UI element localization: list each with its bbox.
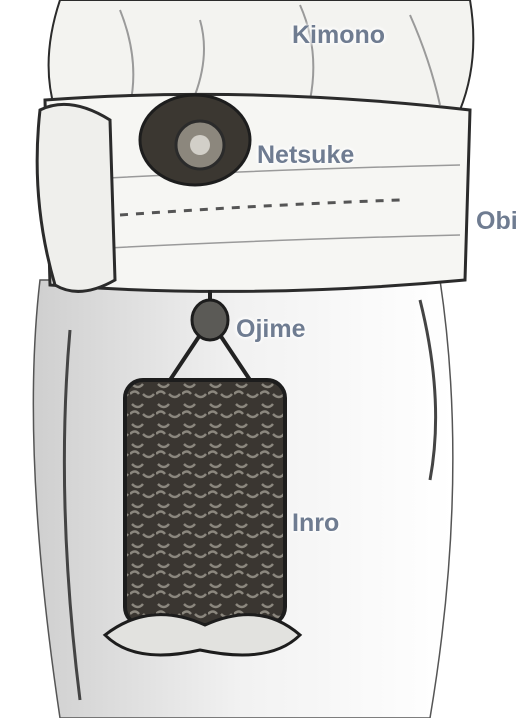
kimono-label: Kimono xyxy=(292,23,385,48)
hand-shape xyxy=(37,104,115,291)
netsuke-label: Netsuke xyxy=(257,143,354,168)
inro-container xyxy=(125,380,285,625)
inro-label: Inro xyxy=(292,511,339,536)
obi-label: Obi xyxy=(476,209,518,234)
netsuke-toggle xyxy=(140,95,250,185)
ojime-label: Ojime xyxy=(236,317,305,342)
ojime-bead xyxy=(192,300,228,340)
